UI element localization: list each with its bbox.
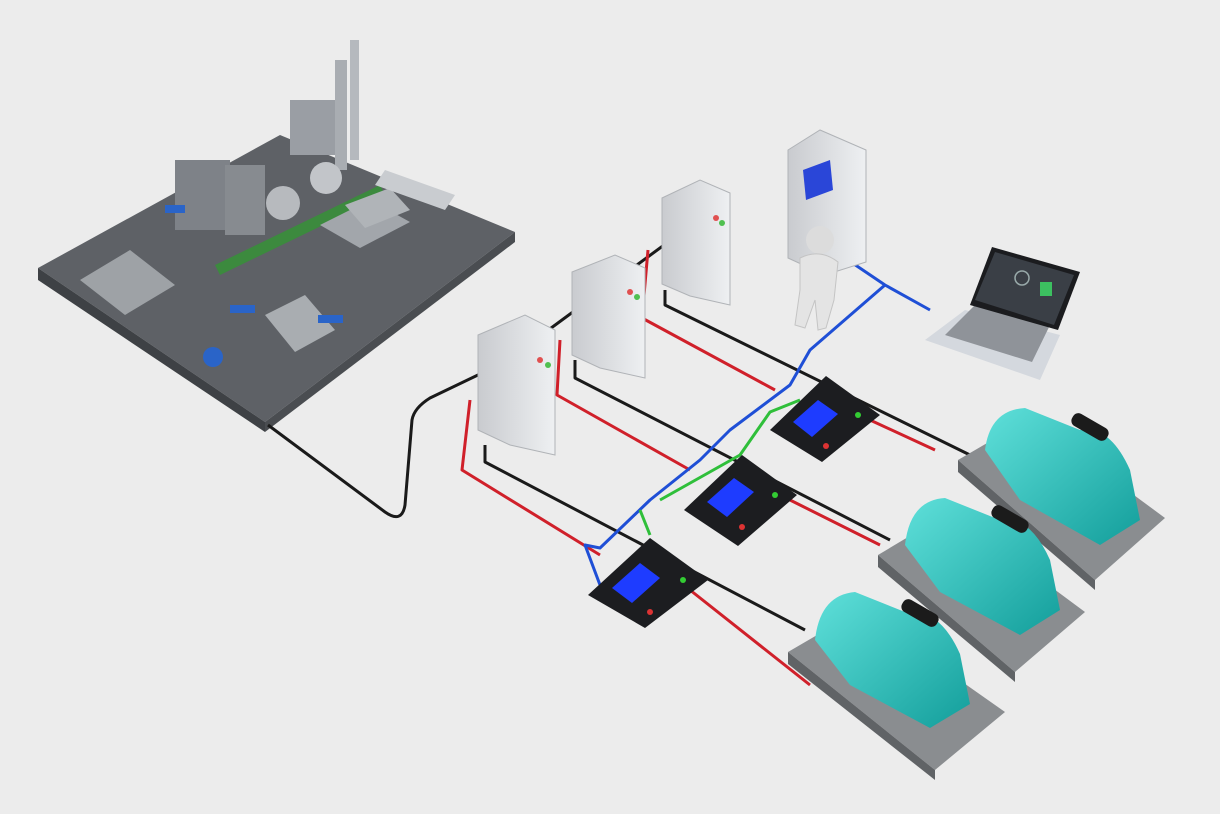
control-cable-1	[460, 399, 811, 687]
network-cable	[583, 256, 931, 586]
power-cable-gen3	[663, 290, 971, 457]
hmi-screen	[803, 160, 833, 200]
switchgear-cabinet-1[interactable]	[477, 314, 556, 456]
controller-screen	[612, 563, 660, 603]
main-control-cabinet[interactable]	[787, 129, 867, 276]
genset-controller-3[interactable]	[770, 376, 880, 462]
industrial-plant	[38, 40, 515, 432]
genset-controller-2[interactable]	[684, 455, 797, 546]
power-cable-plant	[267, 224, 691, 519]
sync-cable	[638, 398, 801, 536]
laptop-dashboard-screen	[975, 252, 1074, 325]
genset-controller-1[interactable]	[588, 538, 708, 628]
generator-2[interactable]	[878, 498, 1085, 682]
generator-1[interactable]	[788, 592, 1005, 780]
control-cable-2	[555, 339, 881, 547]
switchgear-cabinet-3[interactable]	[661, 179, 731, 306]
power-cable-gen2	[573, 360, 891, 542]
controller-screen	[707, 478, 754, 517]
switchgear-cabinet-2[interactable]	[571, 254, 646, 379]
operator-figure	[794, 226, 839, 331]
monitoring-laptop[interactable]	[925, 247, 1080, 380]
controller-screen	[793, 400, 838, 437]
